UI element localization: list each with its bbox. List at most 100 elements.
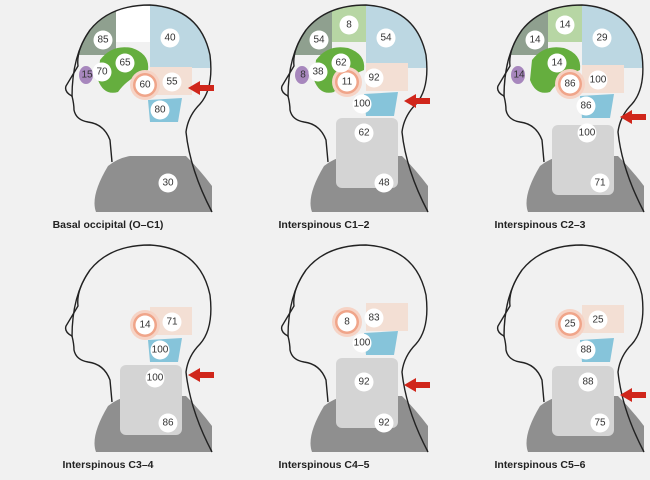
- occipital-region: [582, 0, 644, 68]
- suboccipital-region: [364, 331, 398, 355]
- panel-caption: Interspinous C5–6: [494, 459, 586, 471]
- face-outline: [496, 269, 545, 403]
- occipital-label: 29: [596, 33, 608, 44]
- vertex-label: 14: [559, 20, 571, 31]
- shoulder-marker: [158, 413, 178, 433]
- parietal-marker: [525, 30, 545, 50]
- frontal-marker: [92, 62, 112, 82]
- suboccipital-marker: [150, 100, 170, 120]
- postauricular-marker: [162, 312, 182, 332]
- parietal-marker: [309, 30, 329, 50]
- shoulder-label: 71: [594, 178, 606, 189]
- suboccipital-label: 100: [354, 99, 371, 110]
- neck-label: 100: [147, 373, 164, 384]
- suboccipital-marker: [352, 94, 372, 114]
- shoulder-label: 48: [378, 178, 390, 189]
- vertex-label: 8: [346, 20, 352, 31]
- neck-marker: [577, 123, 597, 143]
- panel-caption: Interspinous C1–2: [278, 219, 370, 231]
- arrow-icon: [620, 110, 646, 124]
- frontal-label: 70: [96, 67, 108, 78]
- orbital-label: 8: [300, 70, 306, 81]
- ear-marker: [337, 312, 357, 332]
- neck-region: [336, 358, 398, 428]
- face-outline: [64, 269, 113, 403]
- ear-marker: [560, 74, 580, 94]
- panel-caption: Basal occipital (O–C1): [52, 219, 164, 231]
- ear-marker: [135, 315, 155, 335]
- suboccipital-marker: [150, 340, 170, 360]
- vertex-marker: [339, 15, 359, 35]
- arrow-icon: [188, 81, 214, 95]
- shoulder-region: [94, 156, 212, 212]
- occipital-label: 40: [164, 33, 176, 44]
- occipital-marker: [160, 28, 180, 48]
- orbital-label: 15: [81, 70, 93, 81]
- parietal-label: 54: [313, 35, 325, 46]
- shoulder-label: 75: [594, 418, 606, 429]
- arrow-icon: [620, 388, 646, 402]
- ear-label: 8: [344, 317, 350, 328]
- postauricular-marker: [364, 68, 384, 88]
- shoulder-marker: [158, 173, 178, 193]
- postauricular-marker: [588, 70, 608, 90]
- orbital-region: [295, 66, 309, 84]
- parietal-label: 85: [97, 35, 109, 46]
- orbital-region: [511, 66, 525, 84]
- suboccipital-label: 100: [354, 338, 371, 349]
- panel-caption: Interspinous C4–5: [278, 459, 370, 471]
- panel-caption: Interspinous C2–3: [494, 219, 586, 231]
- orbital-region: [79, 66, 93, 84]
- ear-marker: [135, 75, 155, 95]
- occipital-marker: [376, 28, 396, 48]
- face-outline: [280, 269, 329, 403]
- ear-marker: [560, 314, 580, 334]
- parietal-marker: [93, 30, 113, 50]
- neck-marker: [578, 372, 598, 392]
- face-outline: [496, 29, 545, 163]
- occipital-region: [366, 0, 428, 68]
- occipital-region: [150, 0, 212, 68]
- neck-marker: [145, 368, 165, 388]
- temporal-marker: [115, 53, 135, 73]
- arrow-icon: [404, 378, 430, 392]
- neck-label: 92: [358, 377, 370, 388]
- postauricular-marker: [588, 310, 608, 330]
- face-outline: [280, 29, 329, 163]
- occipital-marker: [592, 28, 612, 48]
- neck-label: 62: [358, 128, 370, 139]
- temporal-label: 65: [119, 58, 131, 69]
- postauricular-label: 92: [368, 73, 380, 84]
- neck-label: 88: [582, 377, 594, 388]
- ear-label: 86: [564, 79, 576, 90]
- suboccipital-label: 88: [580, 345, 592, 356]
- temporal-marker: [547, 53, 567, 73]
- shoulder-label: 92: [378, 418, 390, 429]
- suboccipital-label: 100: [152, 345, 169, 356]
- postauricular-label: 71: [166, 317, 178, 328]
- shoulder-marker: [590, 413, 610, 433]
- frontal-label: 38: [312, 67, 324, 78]
- orbital-label: 14: [513, 70, 525, 81]
- suboccipital-label: 80: [154, 105, 166, 116]
- occipital-label: 54: [380, 33, 392, 44]
- shoulder-label: 30: [162, 178, 174, 189]
- shoulder-marker: [374, 413, 394, 433]
- postauricular-label: 55: [166, 77, 178, 88]
- postauricular-label: 100: [590, 75, 607, 86]
- shoulder-label: 86: [162, 418, 174, 429]
- suboccipital-marker: [576, 340, 596, 360]
- suboccipital-label: 86: [580, 101, 592, 112]
- temporal-marker: [331, 53, 351, 73]
